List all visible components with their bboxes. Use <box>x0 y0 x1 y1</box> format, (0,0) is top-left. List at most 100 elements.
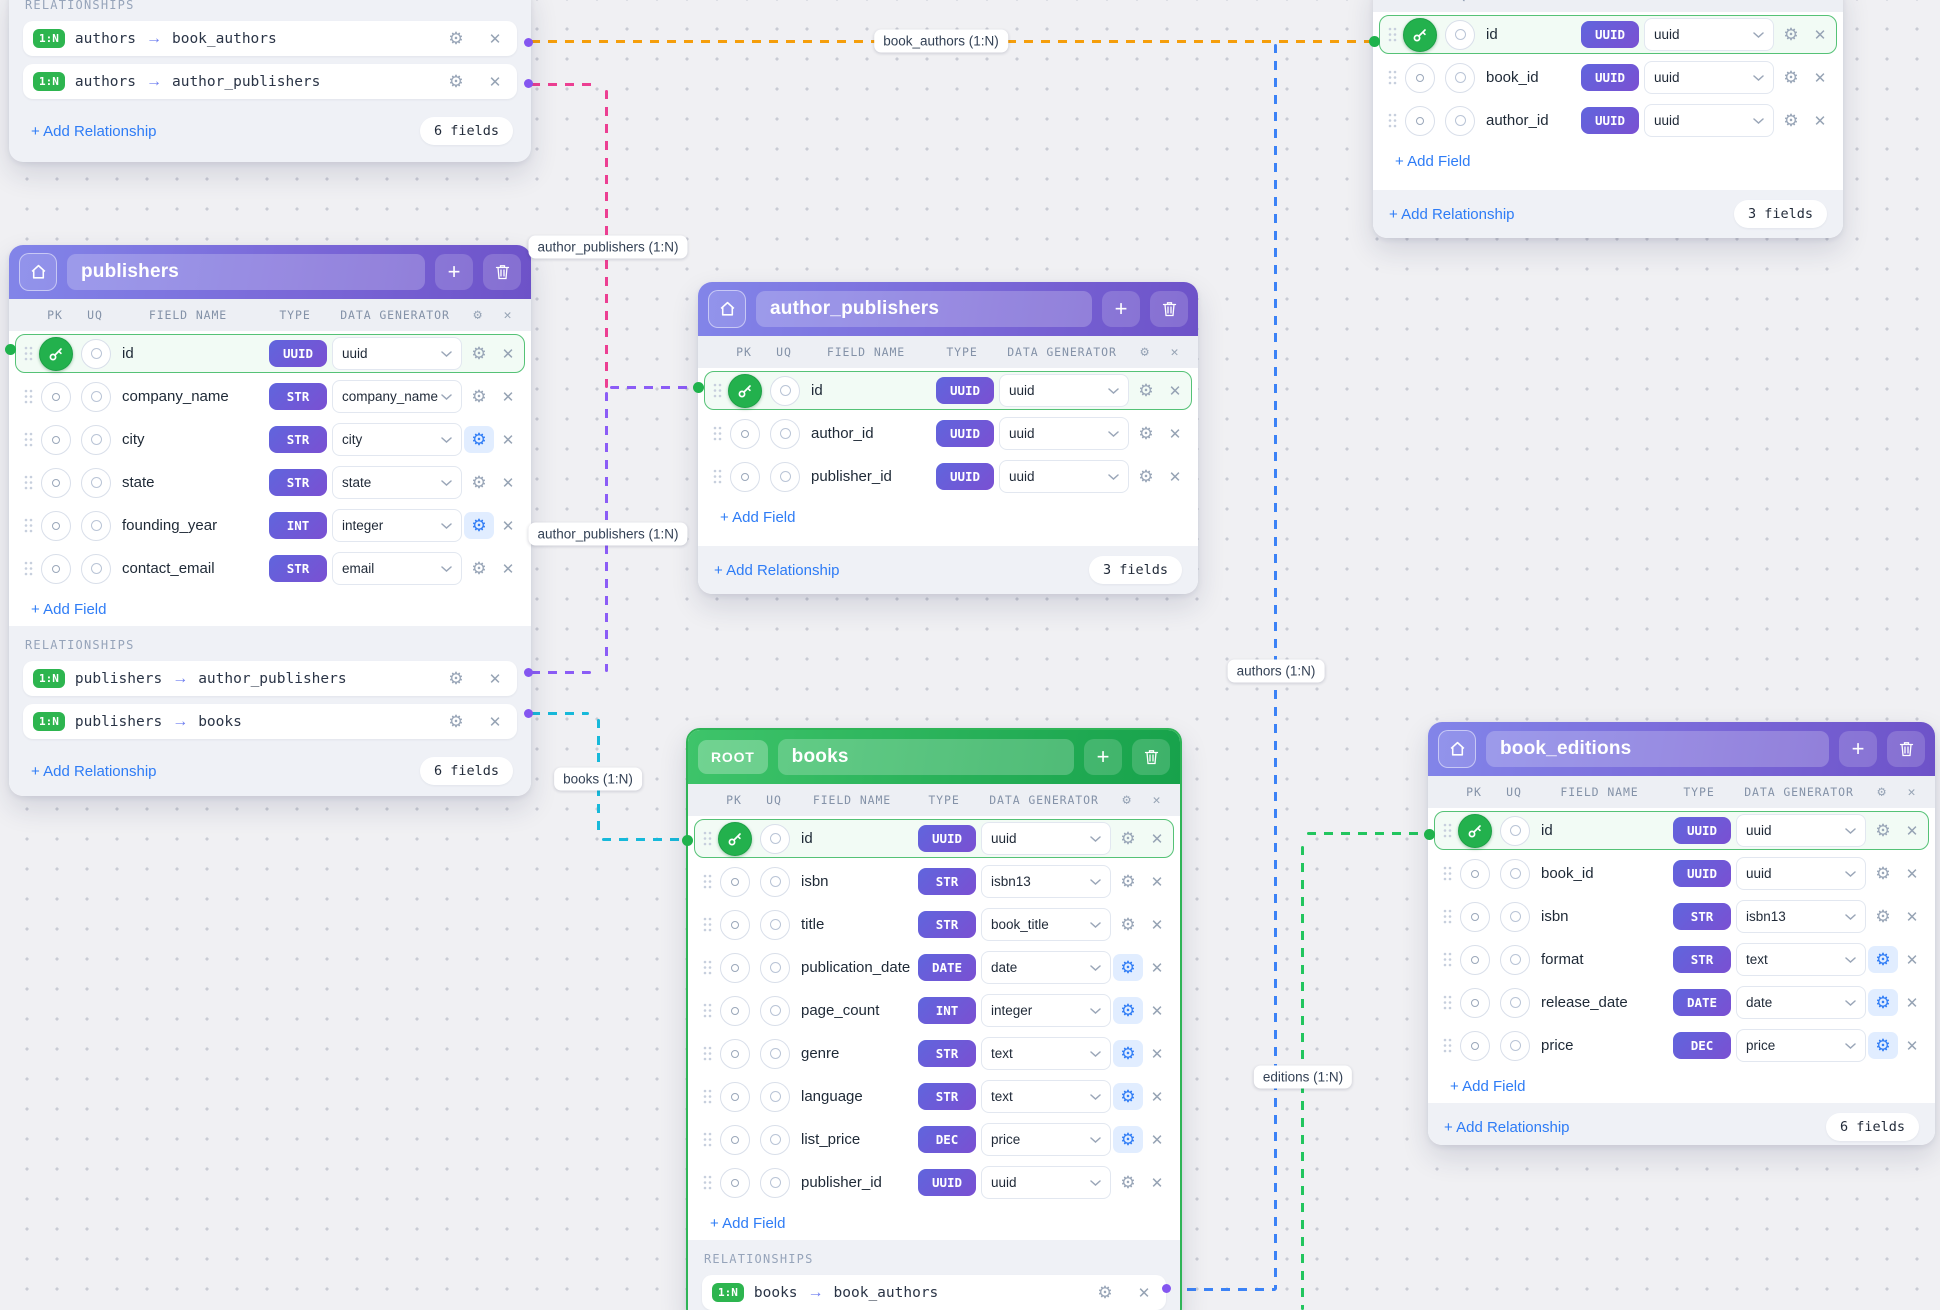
unique-toggle[interactable] <box>760 909 790 940</box>
primary-key-toggle[interactable] <box>730 461 760 492</box>
remove-field-icon[interactable]: ✕ <box>501 517 515 535</box>
field-type-badge[interactable]: STR <box>269 469 327 496</box>
field-settings-icon[interactable]: ⚙ <box>1113 997 1143 1024</box>
field-type-badge[interactable]: STR <box>918 911 976 938</box>
unique-toggle[interactable] <box>760 866 790 897</box>
remove-field-icon[interactable]: ✕ <box>1150 916 1164 934</box>
data-generator-select[interactable]: uuid <box>981 822 1111 855</box>
field-name[interactable]: author_id <box>1486 112 1549 129</box>
drag-handle-icon[interactable] <box>699 831 715 846</box>
drag-handle-icon[interactable] <box>20 389 36 404</box>
data-generator-select[interactable]: integer <box>981 994 1111 1027</box>
field-settings-icon[interactable]: ⚙ <box>1113 1040 1143 1067</box>
remove-field-icon[interactable]: ✕ <box>1905 1037 1919 1055</box>
drag-handle-icon[interactable] <box>699 874 715 889</box>
field-name[interactable]: id <box>801 830 813 847</box>
data-generator-select[interactable]: uuid <box>1736 814 1866 847</box>
field-type-badge[interactable]: UUID <box>936 377 994 404</box>
field-type-badge[interactable]: STR <box>269 426 327 453</box>
field-name[interactable]: isbn <box>801 873 829 890</box>
field-settings-icon[interactable]: ⚙ <box>1120 828 1136 848</box>
relationship-settings-icon[interactable]: ⚙ <box>448 28 464 48</box>
table-title-input[interactable]: author_publishers <box>756 291 1092 327</box>
remove-relationship-icon[interactable]: ✕ <box>488 670 502 688</box>
add-relationship-button[interactable]: + Add Relationship <box>1389 205 1515 223</box>
remove-field-icon[interactable]: ✕ <box>501 560 515 578</box>
drag-handle-icon[interactable] <box>699 1175 715 1190</box>
field-settings-icon[interactable]: ⚙ <box>1875 906 1891 926</box>
field-name[interactable]: publisher_id <box>811 468 892 485</box>
unique-toggle[interactable] <box>760 952 790 983</box>
field-settings-icon[interactable]: ⚙ <box>471 386 487 406</box>
field-name[interactable]: page_count <box>801 1002 880 1019</box>
unique-toggle[interactable] <box>760 1081 790 1112</box>
relationship-settings-icon[interactable]: ⚙ <box>448 711 464 731</box>
data-generator-select[interactable]: book_title <box>981 908 1111 941</box>
data-generator-select[interactable]: uuid <box>1644 104 1774 137</box>
data-generator-select[interactable]: text <box>981 1037 1111 1070</box>
unique-toggle[interactable] <box>770 418 800 449</box>
add-button[interactable]: + <box>1102 291 1140 327</box>
data-generator-select[interactable]: uuid <box>332 337 462 370</box>
field-name[interactable]: author_id <box>811 425 874 442</box>
primary-key-toggle[interactable] <box>1460 858 1490 889</box>
drag-handle-icon[interactable] <box>709 383 725 398</box>
drag-handle-icon[interactable] <box>20 432 36 447</box>
home-icon[interactable] <box>19 253 57 291</box>
field-type-badge[interactable]: UUID <box>918 825 976 852</box>
unique-toggle[interactable] <box>81 467 111 498</box>
field-name[interactable]: contact_email <box>122 560 215 577</box>
drag-handle-icon[interactable] <box>1439 995 1455 1010</box>
data-generator-select[interactable]: email <box>332 552 462 585</box>
relationship-row[interactable]: 1:N authors → book_authors ⚙ ✕ <box>23 21 517 56</box>
field-type-badge[interactable]: DEC <box>1673 1032 1731 1059</box>
drag-handle-icon[interactable] <box>699 1132 715 1147</box>
unique-toggle[interactable] <box>1445 62 1475 93</box>
delete-table-button[interactable] <box>483 254 521 290</box>
remove-field-icon[interactable]: ✕ <box>1168 382 1182 400</box>
primary-key-toggle[interactable] <box>720 1038 750 1069</box>
field-settings-icon[interactable]: ⚙ <box>471 343 487 363</box>
table-title-input[interactable]: publishers <box>67 254 425 290</box>
primary-key-toggle[interactable] <box>39 336 73 371</box>
remove-field-icon[interactable]: ✕ <box>501 431 515 449</box>
primary-key-toggle[interactable] <box>1403 17 1437 52</box>
field-type-badge[interactable]: UUID <box>936 420 994 447</box>
field-settings-icon[interactable]: ⚙ <box>1138 380 1154 400</box>
field-name[interactable]: list_price <box>801 1131 861 1148</box>
field-settings-icon[interactable]: ⚙ <box>1875 863 1891 883</box>
unique-toggle[interactable] <box>81 338 111 369</box>
field-settings-icon[interactable]: ⚙ <box>1138 466 1154 486</box>
relationship-row[interactable]: 1:N publishers → books ⚙ ✕ <box>23 704 517 739</box>
field-type-badge[interactable]: DATE <box>1673 989 1731 1016</box>
delete-table-button[interactable] <box>1132 739 1170 775</box>
primary-key-toggle[interactable] <box>41 467 71 498</box>
remove-relationship-icon[interactable]: ✕ <box>488 73 502 91</box>
field-name[interactable]: company_name <box>122 388 229 405</box>
remove-field-icon[interactable]: ✕ <box>1150 1131 1164 1149</box>
add-relationship-button[interactable]: + Add Relationship <box>31 762 157 780</box>
field-settings-icon[interactable]: ⚙ <box>1868 946 1898 973</box>
primary-key-port[interactable] <box>1424 829 1435 840</box>
drag-handle-icon[interactable] <box>1439 1038 1455 1053</box>
remove-field-icon[interactable]: ✕ <box>501 388 515 406</box>
primary-key-toggle[interactable] <box>41 553 71 584</box>
table-remove-icon[interactable]: ✕ <box>503 307 513 323</box>
field-settings-icon[interactable]: ⚙ <box>1120 1172 1136 1192</box>
drag-handle-icon[interactable] <box>709 469 725 484</box>
remove-field-icon[interactable]: ✕ <box>1813 112 1827 130</box>
drag-handle-icon[interactable] <box>699 1089 715 1104</box>
remove-field-icon[interactable]: ✕ <box>1813 26 1827 44</box>
field-settings-icon[interactable]: ⚙ <box>1113 1083 1143 1110</box>
primary-key-port[interactable] <box>1369 36 1380 47</box>
field-type-badge[interactable]: UUID <box>1581 64 1639 91</box>
drag-handle-icon[interactable] <box>1439 909 1455 924</box>
drag-handle-icon[interactable] <box>709 426 725 441</box>
relationship-port[interactable] <box>524 38 533 47</box>
drag-handle-icon[interactable] <box>699 917 715 932</box>
data-generator-select[interactable]: uuid <box>999 417 1129 450</box>
field-name[interactable]: book_id <box>1541 865 1594 882</box>
table-remove-icon[interactable]: ✕ <box>1152 792 1162 808</box>
unique-toggle[interactable] <box>760 1124 790 1155</box>
